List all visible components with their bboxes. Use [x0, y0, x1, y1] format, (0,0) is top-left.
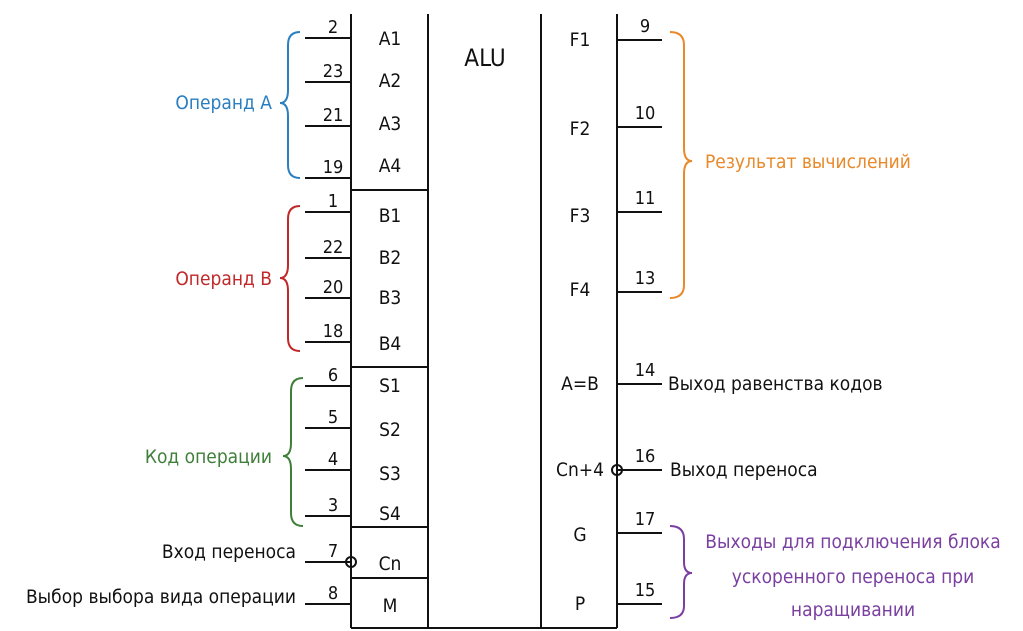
pin-number: 15 — [635, 580, 656, 601]
pin-name: A4 — [379, 155, 402, 177]
carry-in-label: Вход переноса — [162, 541, 296, 563]
input-pin-a1: 2A1 — [305, 17, 401, 50]
equality-out-label: Выход равенства кодов — [668, 373, 883, 395]
result-label: Результат вычислений — [705, 151, 911, 173]
operand-a-brace — [279, 31, 301, 179]
output-pin-ab: 14A=B — [561, 360, 662, 395]
pin-name: F2 — [570, 118, 591, 140]
pin-name: B4 — [379, 333, 402, 355]
pin-name: F4 — [570, 279, 591, 301]
pin-name: Cn — [379, 553, 402, 575]
pin-name: B2 — [379, 247, 402, 269]
pin-number: 23 — [323, 61, 344, 82]
pin-number: 1 — [328, 191, 338, 212]
input-pin-s3: 4S3 — [305, 449, 401, 485]
input-pin-s2: 5S2 — [305, 407, 401, 441]
pin-name: S4 — [379, 503, 401, 525]
input-pin-b2: 22 B2 — [305, 237, 401, 269]
carry-out-label: Выход переноса — [670, 459, 818, 481]
operand-b-brace — [279, 205, 301, 352]
inversion-circle-cn — [345, 556, 357, 568]
pin-number: 11 — [635, 188, 656, 209]
input-pin-a2: 23 A2 — [305, 61, 401, 92]
pin-name: S3 — [379, 463, 401, 485]
inversion-circle-cn4 — [611, 464, 623, 476]
input-pin-s1: 6 S1 — [305, 365, 401, 397]
pin-number: 16 — [635, 446, 656, 467]
pin-name: A2 — [379, 70, 402, 92]
alu-box — [350, 14, 618, 629]
pin-number: 4 — [328, 449, 338, 470]
output-pin-p: 15P — [575, 580, 662, 615]
pin-number: 10 — [635, 103, 656, 124]
pin-name: S1 — [379, 375, 401, 397]
operand-a-label: Операнд A — [175, 92, 272, 114]
pin-number: 17 — [635, 509, 656, 530]
pin-number: 18 — [323, 321, 344, 342]
pin-name: B3 — [379, 287, 402, 309]
result-brace — [669, 31, 693, 299]
op-code-brace — [282, 377, 304, 527]
pin-number: 9 — [640, 16, 650, 37]
input-pin-a4: 19 A4 — [305, 155, 402, 179]
input-pin-b1: 1B1 — [305, 191, 401, 227]
pin-number: 19 — [323, 157, 344, 178]
pin-number: 21 — [323, 105, 344, 126]
output-pin-f1: 9F1 — [570, 16, 662, 51]
input-pin-m: 8M — [305, 583, 397, 617]
gp-brace — [669, 525, 693, 619]
pin-name: Cn+4 — [556, 459, 604, 481]
output-pin-g: 17G — [573, 509, 662, 546]
operand-b-label: Операнд B — [175, 268, 272, 290]
gp-label-line2: ускоренного переноса при — [732, 566, 975, 588]
pin-name: P — [575, 593, 585, 615]
mode-select-label: Выбор выбора вида операции — [26, 586, 296, 608]
pin-name: F1 — [570, 29, 591, 51]
pin-number: 14 — [635, 360, 656, 381]
pin-number: 3 — [328, 495, 338, 516]
op-code-label: Код операции — [145, 446, 272, 468]
pin-name: B1 — [379, 205, 402, 227]
pin-number: 8 — [328, 583, 338, 604]
input-pin-b3: 20 B3 — [305, 277, 401, 309]
gp-label-line1: Выходы для подключения блока — [705, 531, 1000, 553]
input-pin-s4: 3 S4 — [305, 495, 401, 525]
pin-name: F3 — [570, 205, 591, 227]
pin-number: 13 — [635, 268, 656, 289]
gp-label-line3: наращивании — [791, 599, 915, 621]
pin-number: 20 — [323, 277, 344, 298]
pin-number: 7 — [328, 541, 338, 562]
pin-name: A=B — [561, 373, 599, 395]
pin-number: 6 — [328, 365, 338, 386]
pin-name: S2 — [379, 419, 401, 441]
pin-name: A3 — [379, 113, 402, 135]
pin-name: M — [383, 595, 398, 617]
pin-number: 22 — [323, 237, 344, 258]
input-pin-cn: 7Cn — [305, 541, 401, 575]
pin-number: 5 — [328, 407, 338, 428]
input-pin-a3: 21 A3 — [305, 105, 401, 135]
pin-name: A1 — [379, 28, 402, 50]
pin-name: G — [573, 524, 586, 546]
alu-title: ALU — [464, 44, 505, 72]
pin-number: 2 — [328, 17, 338, 38]
